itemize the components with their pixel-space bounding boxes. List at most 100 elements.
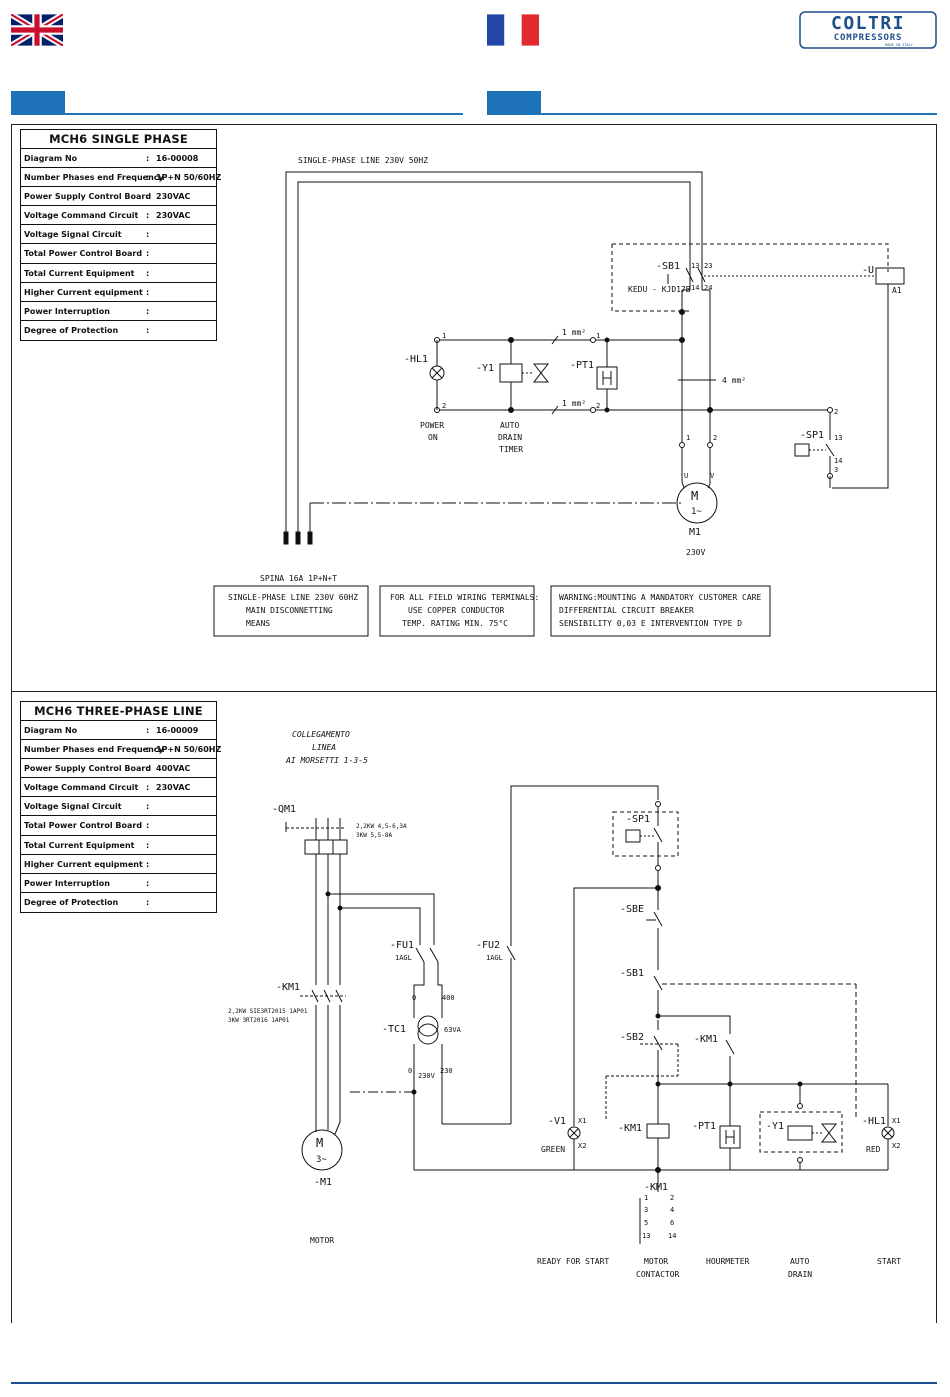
spec-label: Degree of Protection [24,325,119,335]
spec-label: Total Power Control Board [24,821,143,831]
svg-text:2: 2 [596,402,600,410]
bottom-contactor-1: MOTOR [644,1257,668,1266]
spec-value: 1P+N 50/60HZ [156,173,222,183]
sp1-label: -SP1 [800,430,824,441]
svg-text:13: 13 [834,434,842,442]
motor-phase: 1~ [691,507,702,517]
coll-2: LINEA [312,743,336,752]
hl1-3p: -HL1 [862,1116,886,1127]
power-on-2: ON [428,433,438,442]
spec-colon: : [146,859,150,869]
spec-colon: : [146,878,150,888]
panel-three-phase [11,691,937,1323]
svg-text:1AGL: 1AGL [395,954,412,962]
spec-value: 230VAC [156,783,191,793]
spec-row: Total Current Equipment: [21,836,216,855]
motor-m: M [691,489,698,503]
sb1-label: -SB1 [656,261,680,272]
svg-text:X1: X1 [578,1117,586,1125]
svg-text:2: 2 [834,408,838,416]
plug-label: SPINA 16A 1P+N+T [260,574,337,583]
spec-row: Voltage Command Circuit:230VAC [21,206,216,226]
spec-label: Voltage Command Circuit [24,783,139,793]
svg-text:230V: 230V [418,1072,436,1080]
svg-text:2: 2 [442,402,446,410]
spec-colon: : [146,306,150,316]
svg-text:14: 14 [668,1232,676,1240]
spec-row: Number Phases end Frequency:1P+N 50/60HZ [21,168,221,188]
drain-3: TIMER [499,445,523,454]
sbe-label: -SBE [620,904,644,915]
sb2-label: -SB2 [620,1032,644,1043]
motor-3p-name: -M1 [314,1177,332,1188]
svg-text:13: 13 [642,1232,650,1240]
spec-value: 400VAC [156,764,191,774]
section-line-fr [487,113,937,115]
svg-text:63VA: 63VA [444,1026,462,1034]
logo-sub: COMPRESSORS [834,33,902,43]
spec-label: Voltage Signal Circuit [24,802,122,812]
note-3-3: SENSIBILITY 0,03 E INTERVENTION TYPE D [559,619,742,628]
note-2-2: USE COPPER CONDUCTOR [408,606,505,615]
mm2-b: 1 mm² [562,399,586,408]
svg-text:4: 4 [670,1206,674,1214]
note-2-3: TEMP. RATING MIN. 75°C [402,619,508,628]
svg-text:1: 1 [686,434,690,442]
spec-colon: : [146,230,150,240]
spec-label: Total Power Control Board [24,249,143,259]
km1-rating-2: 3KW 3RT2016 1AP01 [228,1017,290,1024]
spec-colon: : [146,764,150,774]
spec-colon: : [146,726,150,735]
spec-row: Diagram No:16-00008 [21,149,216,169]
spec-label: Voltage Signal Circuit [24,230,122,240]
fu2-label: -FU2 [476,940,500,951]
spec-row: Degree of Protection: [21,321,216,340]
svg-text:230: 230 [440,1067,453,1075]
note-1-1: SINGLE-PHASE LINE 230V 60HZ [228,593,358,602]
spec-colon: : [146,897,150,907]
v1-label: -V1 [548,1116,566,1127]
mm2-a: 1 mm² [562,328,586,337]
spec-label: Power Supply Control Board [24,764,152,774]
svg-text:14: 14 [691,284,699,292]
spec-row: Voltage Signal Circuit: [21,797,216,817]
spec-colon: : [146,268,150,278]
y1-3p: -Y1 [766,1121,784,1132]
note-1-2: MAIN DISCONNETTING [246,606,333,615]
v1-color: GREEN [541,1145,565,1154]
hl1-color: RED [866,1145,881,1154]
spec-colon: : [146,173,150,183]
qm1-label: -QM1 [272,804,296,815]
spec-value: 16-00008 [156,154,199,163]
motor-name: M1 [689,527,701,538]
svg-text:24: 24 [704,284,712,292]
spec-colon: : [146,249,150,259]
spec-row: Total Power Control Board: [21,244,216,264]
spec-colon: : [146,840,150,850]
note-1-3: MEANS [246,619,270,628]
note-3-1: WARNING:MOUNTING A MANDATORY CUSTOMER CA… [559,593,761,602]
motor-voltage: 230V [686,548,705,557]
km1-table-label: -KM1 [644,1182,668,1193]
pt1-label: -PT1 [570,360,594,371]
note-2-1: FOR ALL FIELD WIRING TERMINALS: [390,593,539,602]
svg-text:1: 1 [596,332,600,340]
power-on-1: POWER [420,421,444,430]
bottom-drain-1: AUTO [790,1257,809,1266]
spec-row: Power Interruption: [21,874,216,893]
drain-1: AUTO [500,421,519,430]
tc1-label: -TC1 [382,1024,406,1035]
spec-title: MCH6 SINGLE PHASE [21,130,216,149]
spec-colon: : [146,783,150,793]
spec-label: Degree of Protection [24,897,119,907]
svg-text:14: 14 [834,457,842,465]
bottom-hourmeter: HOURMETER [706,1257,750,1266]
sb1-model: KEDU - KJD17B [628,285,691,294]
a1-label: A1 [892,286,902,295]
logo-tag: MADE IN ITALY [885,43,913,47]
qm1-rating-1: 2,2KW 4,5-6,3A [356,823,407,830]
spec-row: Total Power Control Board: [21,816,216,836]
bottom-drain-2: DRAIN [788,1270,812,1279]
svg-text:2: 2 [713,434,717,442]
